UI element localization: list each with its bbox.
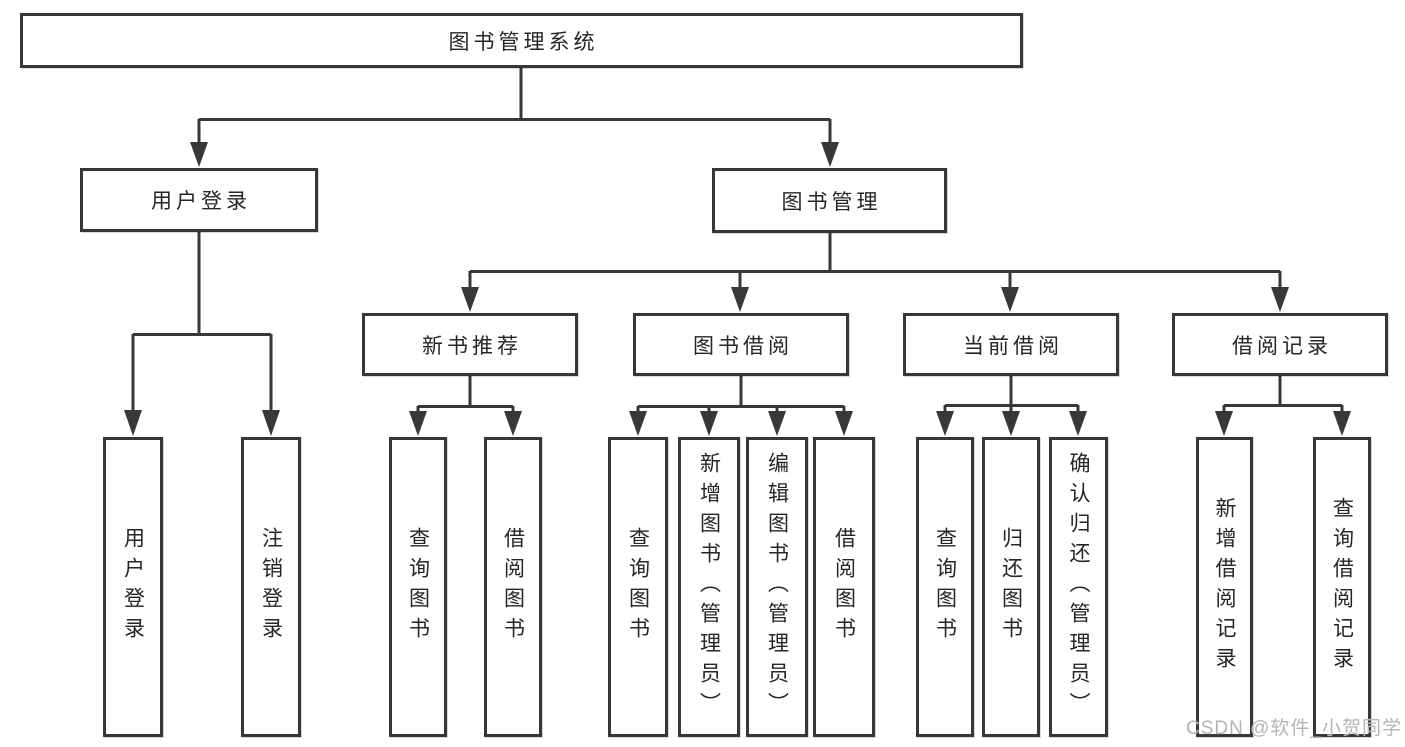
leaf-label: 新增借阅记录 xyxy=(1213,497,1236,677)
leaf-confirm-return-admin: 确认归还（管理员） xyxy=(1049,437,1108,737)
node-borrow-records: 借阅记录 xyxy=(1172,313,1388,376)
leaf-add-book-admin: 新增图书（管理员） xyxy=(678,437,740,737)
leaf-query-books-current: 查询图书 xyxy=(916,437,974,737)
leaf-label: 归还图书 xyxy=(999,527,1023,647)
node-label: 新书推荐 xyxy=(422,334,522,358)
leaf-return-book: 归还图书 xyxy=(982,437,1040,737)
node-label: 用户登录 xyxy=(151,190,251,213)
leaf-label: 编辑图书（管理员） xyxy=(765,452,789,722)
leaf-label: 查询借阅记录 xyxy=(1330,497,1354,677)
leaf-label: 查询图书 xyxy=(933,527,957,647)
leaf-add-borrow-record: 新增借阅记录 xyxy=(1196,437,1253,737)
node-new-book-recommend: 新书推荐 xyxy=(362,313,578,376)
leaf-label: 用户登录 xyxy=(121,527,145,647)
node-user-login: 用户登录 xyxy=(80,168,318,232)
leaf-label: 查询图书 xyxy=(626,527,650,647)
leaf-label: 查询图书 xyxy=(406,527,430,647)
leaf-query-books-recommend: 查询图书 xyxy=(389,437,447,737)
node-current-borrow: 当前借阅 xyxy=(903,313,1119,376)
node-library-system: 图书管理系统 xyxy=(20,13,1023,68)
leaf-label: 借阅图书 xyxy=(501,527,525,647)
leaf-label: 确认归还（管理员） xyxy=(1067,452,1090,722)
leaf-user-login: 用户登录 xyxy=(103,437,163,737)
node-label: 图书借阅 xyxy=(693,334,793,358)
leaf-query-books-borrow: 查询图书 xyxy=(608,437,668,737)
node-label: 图书管理 xyxy=(781,190,882,214)
leaf-label: 注销登录 xyxy=(259,527,283,647)
node-label: 借阅记录 xyxy=(1232,334,1332,358)
node-label: 图书管理系统 xyxy=(448,30,599,54)
node-book-borrow: 图书借阅 xyxy=(633,313,849,376)
node-book-management: 图书管理 xyxy=(712,168,947,233)
leaf-label: 借阅图书 xyxy=(832,527,856,647)
leaf-label: 新增图书（管理员） xyxy=(697,452,721,722)
leaf-borrow-books: 借阅图书 xyxy=(813,437,875,737)
node-label: 当前借阅 xyxy=(963,334,1063,358)
leaf-logout: 注销登录 xyxy=(241,437,301,737)
leaf-edit-book-admin: 编辑图书（管理员） xyxy=(746,437,808,737)
leaf-query-borrow-record: 查询借阅记录 xyxy=(1313,437,1371,737)
leaf-borrow-books-recommend: 借阅图书 xyxy=(484,437,542,737)
watermark: CSDN @软件_小贺同学 xyxy=(1186,718,1402,739)
